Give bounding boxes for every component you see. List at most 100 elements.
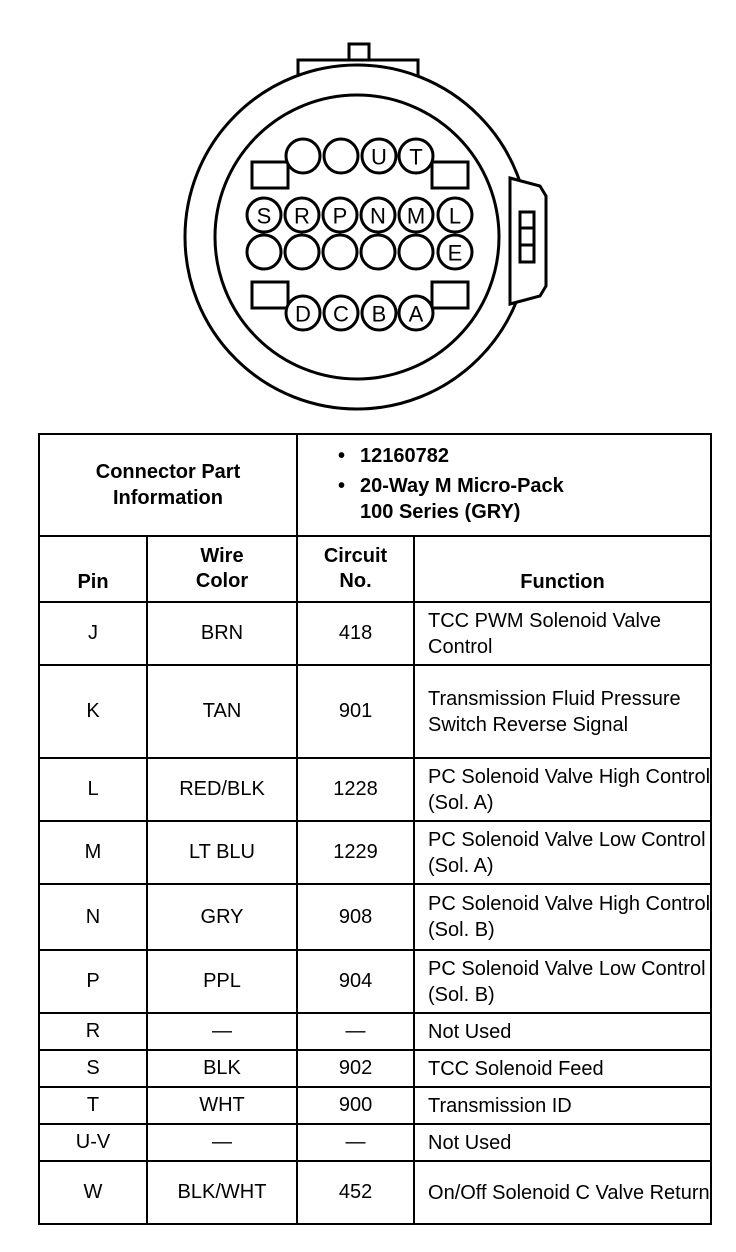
pin-cavity xyxy=(283,196,321,234)
wire-color-cell: RED/BLK xyxy=(145,757,299,822)
part-number: 12160782 xyxy=(360,445,449,467)
pin-label: S xyxy=(257,204,272,229)
bullet-icon: • xyxy=(338,445,346,467)
pin-label: A xyxy=(409,302,424,327)
part-description: 20-Way M Micro-Pack 100 Series (GRY) xyxy=(360,475,564,523)
wire-color-cell: TAN xyxy=(145,664,299,759)
pin-cavity xyxy=(397,196,435,234)
pin-label: P xyxy=(333,204,348,229)
circuit-no-cell: 908 xyxy=(296,883,416,951)
pin-cavity xyxy=(284,137,322,175)
keying-slot xyxy=(250,280,290,310)
wire-color-cell: BLK xyxy=(145,1049,299,1088)
circuit-no-cell: 904 xyxy=(296,949,416,1014)
part-number-item: • 12160782 xyxy=(338,443,710,469)
circuit-no-cell: 902 xyxy=(296,1049,416,1088)
pin-cavity xyxy=(321,233,359,271)
pin-label: L xyxy=(449,204,461,229)
pin-label: R xyxy=(294,204,310,229)
function-cell: Not Used xyxy=(413,1123,713,1162)
part-description-item: • 20-Way M Micro-Pack 100 Series (GRY) xyxy=(338,473,710,525)
pin-cavity xyxy=(245,196,283,234)
pin-cell: J xyxy=(38,601,148,666)
function-cell: PC Solenoid Valve High Control (Sol. B) xyxy=(413,883,713,951)
function-cell: Not Used xyxy=(413,1012,713,1051)
pin-cavity xyxy=(359,196,397,234)
pin-cavity xyxy=(322,294,360,332)
circuit-no-cell: — xyxy=(296,1012,416,1051)
keying-slot xyxy=(430,280,470,310)
connector-part-row: Connector Part Information • 12160782 • … xyxy=(37,433,713,537)
pin-cavity xyxy=(283,233,321,271)
pin-cell: N xyxy=(38,883,148,951)
pin-label: E xyxy=(448,241,463,266)
function-cell: Transmission Fluid Pressure Switch Rever… xyxy=(413,664,713,759)
header-wire-color: Wire Color xyxy=(145,535,299,603)
pin-cell: S xyxy=(38,1049,148,1088)
keying-slot xyxy=(250,160,290,190)
function-cell: TCC PWM Solenoid Valve Control xyxy=(413,601,713,666)
pin-label: D xyxy=(295,302,311,327)
pin-cavity xyxy=(245,233,283,271)
wire-color-cell: LT BLU xyxy=(145,820,299,885)
pin-cavity xyxy=(284,294,322,332)
wire-color-cell: BLK/WHT xyxy=(145,1160,299,1225)
wire-color-cell: — xyxy=(145,1123,299,1162)
table-row: R——Not Used xyxy=(38,1012,713,1051)
connector-side-lock xyxy=(518,210,536,264)
connector-part-details: • 12160782 • 20-Way M Micro-Pack 100 Ser… xyxy=(296,433,713,537)
pin-cell: M xyxy=(38,820,148,885)
pin-cavity xyxy=(397,233,435,271)
circuit-no-cell: 418 xyxy=(296,601,416,666)
function-cell: Transmission ID xyxy=(413,1086,713,1125)
keying-slot xyxy=(430,160,470,190)
circuit-no-cell: — xyxy=(296,1123,416,1162)
circuit-no-cell: 900 xyxy=(296,1086,416,1125)
pin-cell: U-V xyxy=(38,1123,148,1162)
wire-color-cell: BRN xyxy=(145,601,299,666)
table-row: U-V——Not Used xyxy=(38,1123,713,1162)
pin-cell: P xyxy=(38,949,148,1014)
pin-cavity xyxy=(321,196,359,234)
wire-color-cell: — xyxy=(145,1012,299,1051)
pin-label: B xyxy=(372,302,387,327)
header-circuit-no: Circuit No. xyxy=(296,535,416,603)
pin-cavity xyxy=(360,137,398,175)
pin-cavity xyxy=(322,137,360,175)
bullet-icon: • xyxy=(338,475,346,497)
pin-label: U xyxy=(371,145,387,170)
pin-cavity xyxy=(397,294,435,332)
pin-cavity xyxy=(436,196,474,234)
pin-label: N xyxy=(370,204,386,229)
pin-cell: K xyxy=(38,664,148,759)
function-cell: PC Solenoid Valve Low Control (Sol. A) xyxy=(413,820,713,885)
pin-cavity xyxy=(436,233,474,271)
pin-label: T xyxy=(409,145,422,170)
pin-cell: L xyxy=(38,757,148,822)
pin-cavity xyxy=(397,137,435,175)
function-cell: On/Off Solenoid C Valve Return xyxy=(413,1160,713,1225)
wire-color-cell: WHT xyxy=(145,1086,299,1125)
pin-cavity xyxy=(359,233,397,271)
circuit-no-cell: 901 xyxy=(296,664,416,759)
pin-cell: T xyxy=(38,1086,148,1125)
wire-color-cell: PPL xyxy=(145,949,299,1014)
pin-cavity xyxy=(360,294,398,332)
function-cell: TCC Solenoid Feed xyxy=(413,1049,713,1088)
wire-color-cell: GRY xyxy=(145,883,299,951)
circuit-no-cell: 1229 xyxy=(296,820,416,885)
function-cell: PC Solenoid Valve Low Control (Sol. B) xyxy=(413,949,713,1014)
header-row: Pin Wire Color Circuit No. Function xyxy=(38,535,713,603)
function-cell: PC Solenoid Valve High Control (Sol. A) xyxy=(413,757,713,822)
pin-label: M xyxy=(407,204,425,229)
header-function: Function xyxy=(413,535,713,603)
